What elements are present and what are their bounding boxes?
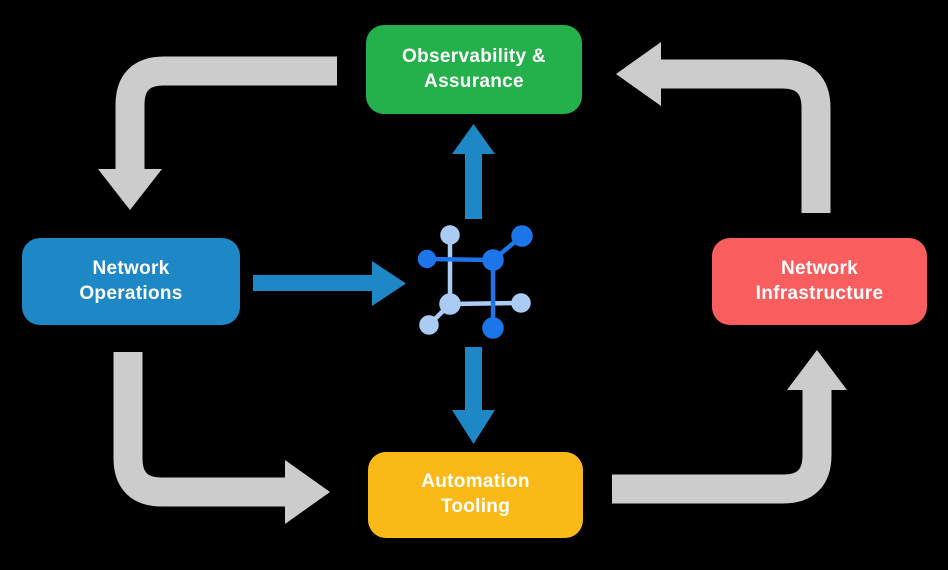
node-label: Observability & Assurance (402, 45, 546, 92)
cycle-arrow-observability-to-operations (98, 56, 337, 210)
cycle-arrow-infrastructure-to-observability (616, 42, 831, 213)
node-label: Network Infrastructure (755, 257, 884, 304)
arrow-head-down-icon (98, 169, 162, 210)
node-label: Network Operations (79, 257, 183, 304)
flow-arrow-center-to-observability (452, 124, 495, 219)
node-automation-tooling: Automation Tooling (368, 452, 583, 538)
flow-arrow-center-to-automation (452, 347, 495, 444)
icon-dark-part (417, 225, 533, 339)
arrow-head-left-icon (616, 42, 661, 106)
network-automation-icon (417, 225, 533, 339)
arrow-head-up-icon (787, 350, 847, 390)
icon-light-part (419, 225, 531, 335)
node-network-operations: Network Operations (22, 238, 240, 325)
node-observability-assurance: Observability & Assurance (366, 25, 582, 114)
cycle-arrow-operations-to-automation (113, 352, 330, 524)
arrow-head-right-icon (372, 261, 406, 306)
arrow-shaft (612, 390, 832, 504)
node-network-infrastructure: Network Infrastructure (712, 238, 927, 325)
cycle-arrow-automation-to-infrastructure (612, 350, 847, 504)
arrow-head-up-icon (452, 124, 495, 154)
arrow-head-down-icon (452, 410, 495, 444)
flow-arrow-operations-to-center (253, 261, 406, 306)
arrow-head-right-icon (285, 460, 330, 524)
node-label: Automation Tooling (421, 471, 530, 517)
arrow-shaft (661, 59, 831, 213)
arrow-shaft (113, 352, 285, 507)
arrow-shaft (115, 56, 337, 169)
